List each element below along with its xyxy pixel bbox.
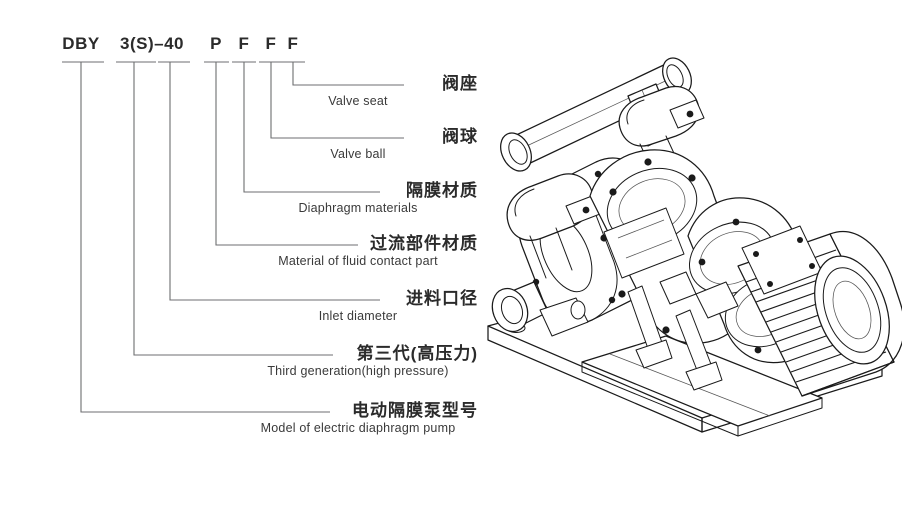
label-valve-seat-cn: 阀座 — [442, 74, 478, 93]
label-valve-seat-en: Valve seat — [328, 94, 388, 108]
leader-valve-seat — [292, 62, 404, 86]
leader-fluid-contact — [215, 62, 358, 246]
model-code-row: DBY 3(S)–40 P F F F — [0, 0, 480, 70]
code-segment-dby: DBY — [62, 34, 100, 53]
pipe-clamp-lower — [506, 173, 601, 279]
label-inlet-diameter-en: Inlet diameter — [318, 309, 398, 323]
label-valve-seat: 阀座 Valve seat — [238, 74, 478, 109]
motor-end-cap — [801, 231, 902, 397]
pipe-clamp-upper — [618, 85, 705, 171]
label-diaphragm-materials-en: Diaphragm materials — [298, 201, 418, 215]
leader-third-generation — [133, 62, 333, 356]
inlet-port-lower — [491, 281, 589, 337]
leader-diaphragm-materials — [243, 62, 380, 193]
code-segment-seat: F — [287, 34, 299, 53]
label-fluid-contact-part-cn: 过流部件材质 — [370, 234, 478, 253]
electric-motor — [737, 225, 902, 397]
label-fluid-contact-part: 过流部件材质 Material of fluid contact part — [238, 234, 478, 269]
label-inlet-diameter: 进料口径 Inlet diameter — [238, 289, 478, 324]
label-diaphragm-materials: 隔膜材质 Diaphragm materials — [238, 181, 478, 216]
support-bracket — [627, 285, 723, 391]
leader-valve-ball — [270, 62, 404, 139]
code-segment-size: 3(S)–40 — [120, 34, 184, 53]
pump-illustration — [470, 10, 902, 502]
label-fluid-contact-part-en: Material of fluid contact part — [278, 254, 438, 268]
code-segment-ball: F — [265, 34, 277, 53]
label-valve-ball: 阀球 Valve ball — [238, 127, 478, 162]
label-model-of-pump-en: Model of electric diaphragm pump — [260, 421, 456, 435]
label-inlet-diameter-cn: 进料口径 — [406, 289, 478, 308]
label-model-of-pump: 电动隔膜泵型号 Model of electric diaphragm pump — [238, 401, 478, 436]
code-segment-fluid: P — [210, 34, 222, 53]
label-third-generation: 第三代(高压力) Third generation(high pressure) — [238, 344, 478, 379]
leader-model-name — [80, 62, 330, 413]
label-third-generation-cn: 第三代(高压力) — [356, 344, 478, 363]
label-diaphragm-materials-cn: 隔膜材质 — [406, 181, 478, 200]
label-model-of-pump-cn: 电动隔膜泵型号 — [352, 401, 478, 420]
label-valve-ball-cn: 阀球 — [442, 127, 478, 146]
code-segment-diaphragm: F — [238, 34, 250, 53]
leader-inlet-diameter — [169, 62, 380, 301]
label-valve-ball-en: Valve ball — [330, 147, 386, 161]
label-third-generation-en: Third generation(high pressure) — [267, 364, 449, 378]
